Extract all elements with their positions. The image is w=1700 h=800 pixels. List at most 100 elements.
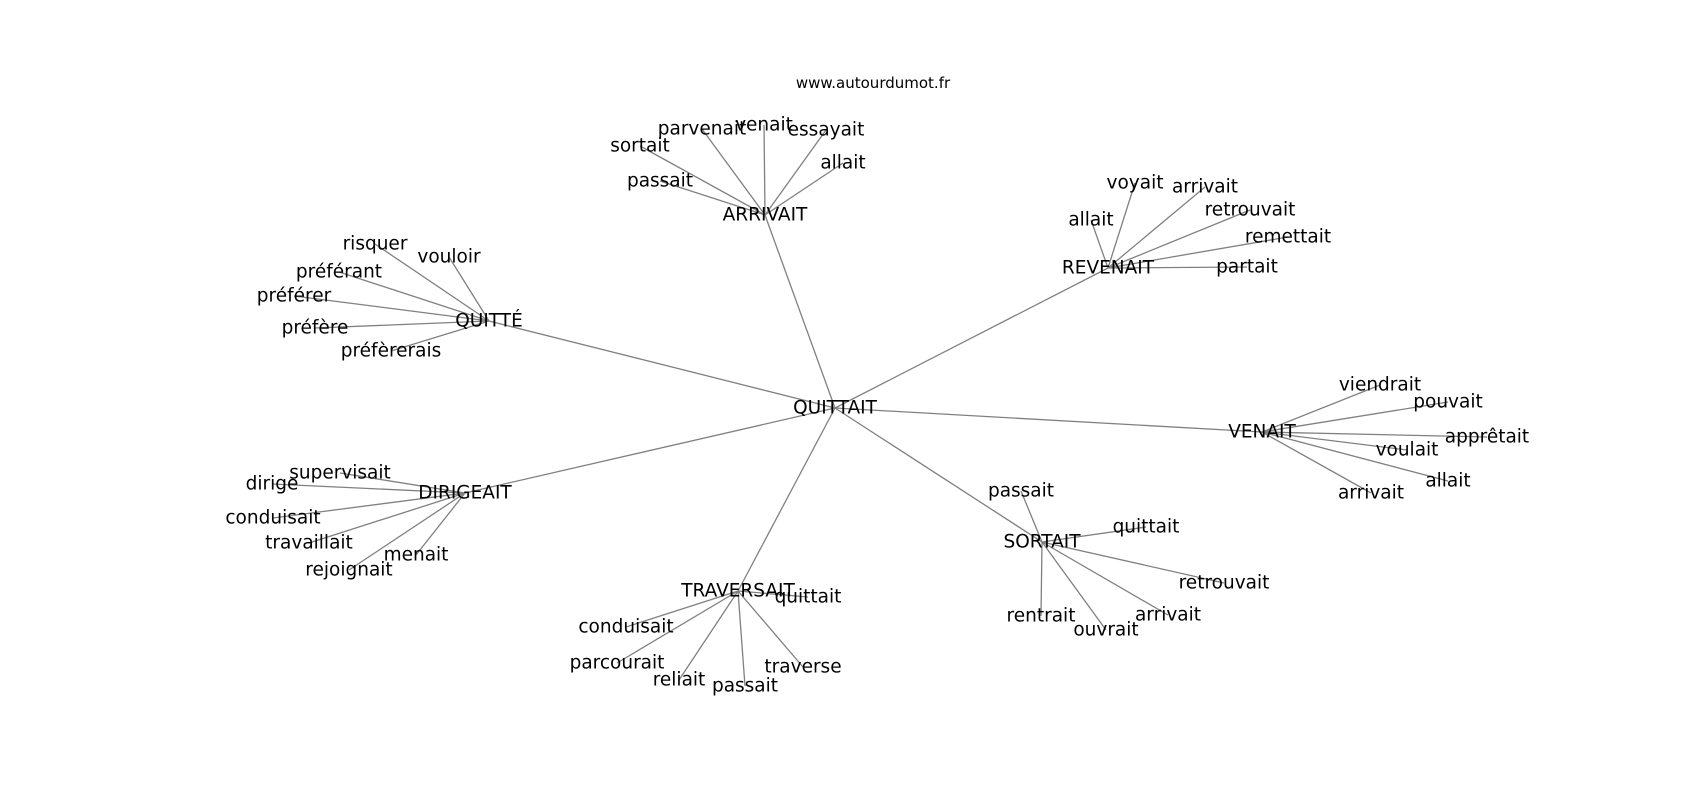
leaf-word[interactable]: parcourait (570, 653, 665, 674)
edge-hub-to-leaf (737, 590, 804, 668)
leaf-word[interactable]: sortait (610, 136, 670, 157)
edge-hub-to-leaf (1107, 182, 1136, 269)
edge-hub-to-leaf (1040, 541, 1043, 617)
leaf-word[interactable]: préférant (296, 262, 382, 283)
edge-hub-to-leaf (1041, 541, 1225, 584)
leaf-word[interactable]: traverse (764, 657, 841, 678)
edge-hub-to-leaf (272, 492, 466, 519)
edge-center-to-hub (488, 320, 836, 409)
graph-edges (271, 124, 1488, 687)
site-credit[interactable]: www.autourdumot.fr (796, 74, 951, 92)
leaf-word[interactable]: préfère (282, 318, 349, 339)
edge-hub-to-leaf (639, 145, 766, 216)
edge-hub-to-leaf (1261, 401, 1449, 433)
leaf-word[interactable]: préférer (257, 286, 332, 307)
edge-hub-to-leaf (1107, 266, 1248, 269)
leaf-word[interactable]: passait (712, 676, 778, 697)
edge-hub-to-leaf (1261, 431, 1372, 494)
leaf-word[interactable]: arrivait (1338, 483, 1404, 504)
edge-hub-to-leaf (625, 590, 739, 628)
edge-hub-to-leaf (271, 483, 466, 494)
leaf-word[interactable]: allait (1425, 471, 1470, 492)
center-word[interactable]: QUITTAIT (793, 398, 878, 419)
leaf-word[interactable]: pouvait (1413, 392, 1482, 413)
leaf-word[interactable]: voyait (1107, 173, 1164, 194)
hub-word[interactable]: ARRIVAIT (723, 205, 808, 226)
edge-hub-to-leaf (616, 590, 739, 664)
edge-center-to-hub (834, 407, 1043, 543)
edge-hub-to-leaf (764, 129, 827, 216)
leaf-word[interactable]: menait (384, 545, 449, 566)
hub-word[interactable]: QUITTÉ (455, 310, 523, 332)
leaf-word[interactable]: viendrait (1339, 375, 1421, 396)
leaf-word[interactable]: quittait (775, 587, 842, 608)
leaf-word[interactable]: arrivait (1135, 605, 1201, 626)
hub-word[interactable]: TRAVERSAIT (680, 581, 795, 602)
edge-hub-to-leaf (678, 590, 739, 681)
leaf-word[interactable]: préfèrerais (341, 341, 442, 362)
hub-word[interactable]: VENAIT (1228, 422, 1296, 443)
edge-hub-to-leaf (1090, 219, 1109, 269)
leaf-word[interactable]: remettait (1245, 227, 1331, 248)
leaf-word[interactable]: dirige (246, 474, 299, 495)
edge-hub-to-leaf (737, 590, 809, 598)
edge-hub-to-leaf (659, 180, 766, 216)
edge-hub-to-leaf (448, 256, 490, 322)
edge-hub-to-leaf (1041, 526, 1147, 543)
hub-word[interactable]: SORTAIT (1003, 532, 1081, 553)
edge-hub-to-leaf (737, 590, 746, 687)
edge-center-to-hub (464, 407, 836, 494)
leaf-word[interactable]: passait (988, 481, 1054, 502)
leaf-word[interactable]: ouvrait (1073, 620, 1138, 641)
edge-hub-to-leaf (293, 295, 490, 322)
edge-hub-to-leaf (1261, 384, 1381, 433)
leaf-word[interactable]: partait (1216, 257, 1278, 278)
edge-hub-to-leaf (1261, 431, 1488, 438)
edge-hub-to-leaf (339, 472, 466, 494)
graph-labels: www.autourdumot.fr passait sortaitparvena… (225, 74, 1529, 697)
leaf-word[interactable]: retrouvait (1205, 200, 1296, 221)
edge-hub-to-leaf (374, 243, 490, 322)
edge-center-to-hub (834, 267, 1109, 409)
leaf-word[interactable]: travaillait (265, 533, 353, 554)
leaf-word[interactable]: passait (627, 171, 693, 192)
leaf-word[interactable]: arrivait (1172, 177, 1238, 198)
edge-hub-to-leaf (1261, 431, 1449, 482)
leaf-word[interactable]: rejoignait (305, 560, 392, 581)
leaf-word[interactable]: voulait (1376, 440, 1439, 461)
leaf-word[interactable]: quittait (1113, 517, 1180, 538)
edge-hub-to-leaf (1107, 209, 1251, 269)
edge-hub-to-leaf (348, 492, 466, 571)
edge-hub-to-leaf (1041, 541, 1169, 616)
hub-word[interactable]: DIRIGEAIT (418, 483, 512, 504)
edge-center-to-hub (737, 407, 836, 592)
edge-hub-to-leaf (314, 320, 490, 329)
leaf-word[interactable]: conduisait (225, 508, 320, 529)
leaf-word[interactable]: conduisait (578, 617, 673, 638)
leaf-word[interactable]: risquer (343, 234, 408, 255)
leaf-word[interactable]: vouloir (417, 247, 481, 268)
edge-hub-to-leaf (415, 492, 466, 556)
edge-hub-to-leaf (701, 128, 766, 216)
edge-hub-to-leaf (308, 492, 466, 544)
edge-center-to-hub (764, 214, 836, 409)
edge-hub-to-leaf (763, 124, 766, 216)
edge-hub-to-leaf (390, 320, 490, 352)
leaf-word[interactable]: allait (1068, 210, 1113, 231)
edge-center-to-hub (834, 407, 1263, 433)
leaf-word[interactable]: essayait (788, 120, 865, 141)
leaf-word[interactable]: rentrait (1007, 606, 1076, 627)
edge-hub-to-leaf (338, 271, 490, 322)
leaf-word[interactable]: reliait (653, 670, 706, 691)
leaf-word[interactable]: venait (735, 115, 793, 136)
leaf-word[interactable]: allait (820, 153, 865, 174)
leaf-word[interactable]: supervisait (289, 463, 391, 484)
edge-hub-to-leaf (764, 162, 844, 216)
leaf-word[interactable]: apprêtait (1445, 427, 1529, 448)
leaf-word[interactable]: retrouvait (1179, 573, 1270, 594)
edge-hub-to-leaf (1020, 490, 1043, 543)
leaf-word[interactable]: parvenait (658, 119, 746, 140)
hub-word[interactable]: REVENAIT (1062, 258, 1155, 279)
edge-hub-to-leaf (1107, 186, 1206, 269)
